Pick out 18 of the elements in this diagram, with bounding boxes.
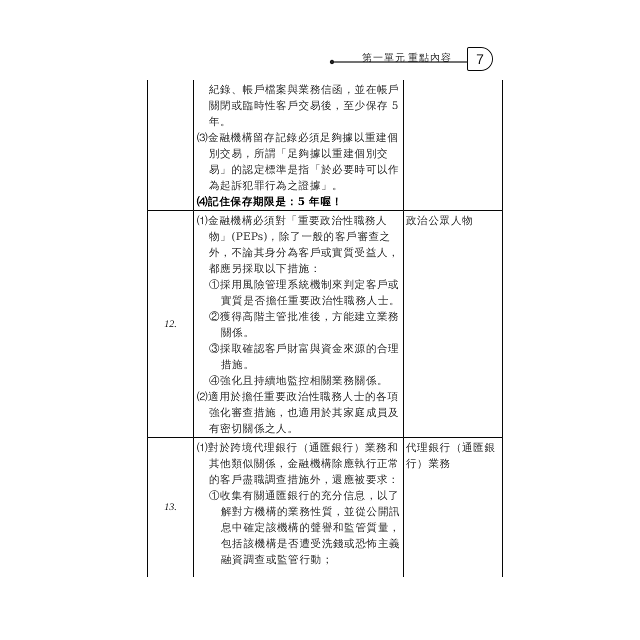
term-cell-text: 政治公眾人物 [406,214,474,229]
list-item: ③採取確認客戶財富與資金來源的合理措施。 [208,342,400,373]
list-item: ⑴對於跨境代理銀行（通匯銀行）業務和其他類似關係，金融機構除應執行正常的客戶盡職調查措施外，還應被要求： [197,441,400,488]
chapter-title: 第一單元 [362,52,406,65]
row-number: 13. [164,502,177,513]
list-item: ⑵適用於擔任重要政治性職務人士的各項強化審查措施，也適用於其家庭成員及有密切關係之人。 [197,390,400,437]
row-number: 12. [164,318,177,330]
list-item: ⑶金融機構留存記錄必須足夠據以重建個別交易，所謂「足夠據以重建個別交易」的認定標準是指「於必要時可以作為起訴犯罪行為之證據」。 [197,131,400,194]
page-number-tab: 7 [467,47,493,71]
list-item: ②獲得高階主管批准後，方能建立業務關係。 [208,310,400,341]
list-item: ⑴金融機構必須對「重要政治性職務人物」(PEPs)，除了一般的客戶審查之外，不論其身分為客戶或實質受益人，都應另採取以下措施： [197,214,400,277]
list-item: 紀錄、帳戶檔案與業務信函，並在帳戶關閉或臨時性客戶交易後，至少保存 5 年。 [208,83,400,130]
list-item: ①收集有關通匯銀行的充分信息，以了解對方機構的業務性質，並從公開訊息中確定該機構的聲譽和監管質量，包括該機構是否遭受洗錢或恐怖主義融資調查或監管行動； [208,489,401,568]
section-title: 重點內容 [408,52,452,65]
list-item: ①採用風險管理系統機制來判定客戶或實質是否擔任重要政治性職務人士。 [208,278,401,309]
list-item: ④強化且持續地監控相關業務關係。 [208,374,390,389]
term-cell-text: 代理銀行（通匯銀行）業務 [406,441,497,472]
emphasis-note: ⑷記住保存期限是：5 年喔！ [197,195,344,210]
